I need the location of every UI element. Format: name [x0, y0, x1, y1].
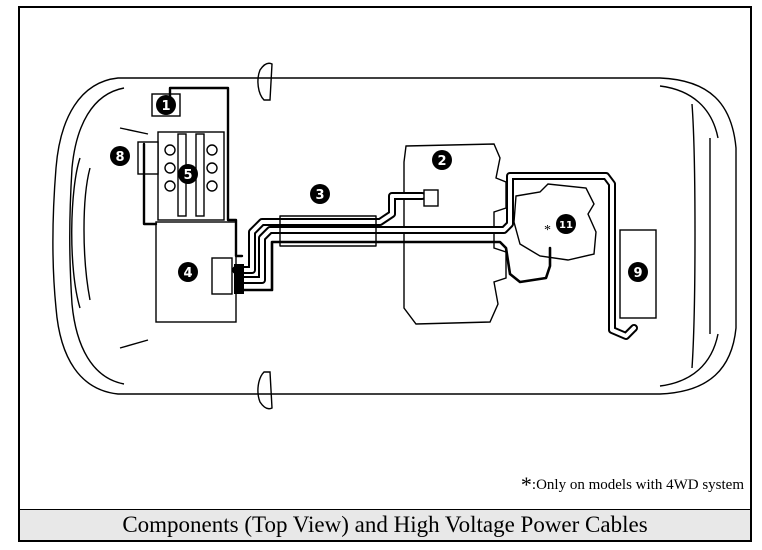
four-wd-asterisk: * — [544, 223, 551, 238]
svg-text:8: 8 — [115, 150, 124, 165]
svg-text:1: 1 — [161, 99, 170, 114]
inverter-terminal — [234, 264, 244, 294]
callout-11: 11 — [556, 214, 576, 234]
callout-3: 3 — [310, 184, 330, 204]
callout-5: 5 — [178, 164, 198, 184]
callout-1: 1 — [156, 95, 176, 115]
footnote-mark: * — [520, 472, 532, 497]
figure-caption: Components (Top View) and High Voltage P… — [122, 512, 648, 537]
svg-text:5: 5 — [183, 168, 192, 183]
car-body-outline — [52, 77, 737, 395]
transaxle-connector — [423, 189, 439, 207]
svg-text:9: 9 — [633, 266, 642, 281]
side-mirror-bottom — [257, 371, 273, 410]
side-mirror-top — [257, 62, 273, 101]
callout-8: 8 — [110, 146, 130, 166]
svg-text:2: 2 — [437, 154, 446, 169]
component-8-box — [137, 141, 159, 175]
caption-bar: Components (Top View) and High Voltage P… — [20, 509, 750, 540]
callout-2: 2 — [432, 150, 452, 170]
callout-4: 4 — [178, 262, 198, 282]
svg-text:3: 3 — [315, 188, 324, 203]
callout-9: 9 — [628, 262, 648, 282]
vehicle-diagram: 1 2 3 4 5 8 9 11 * — [52, 62, 737, 410]
svg-text:11: 11 — [559, 220, 573, 231]
figure-frame: 1 2 3 4 5 8 9 11 * — [18, 6, 752, 542]
footnote: *:Only on models with 4WD system — [521, 472, 744, 498]
high-voltage-cables — [142, 86, 638, 340]
svg-text:4: 4 — [183, 266, 192, 281]
footnote-text: :Only on models with 4WD system — [531, 477, 744, 493]
rear-motor-outline — [513, 183, 597, 261]
